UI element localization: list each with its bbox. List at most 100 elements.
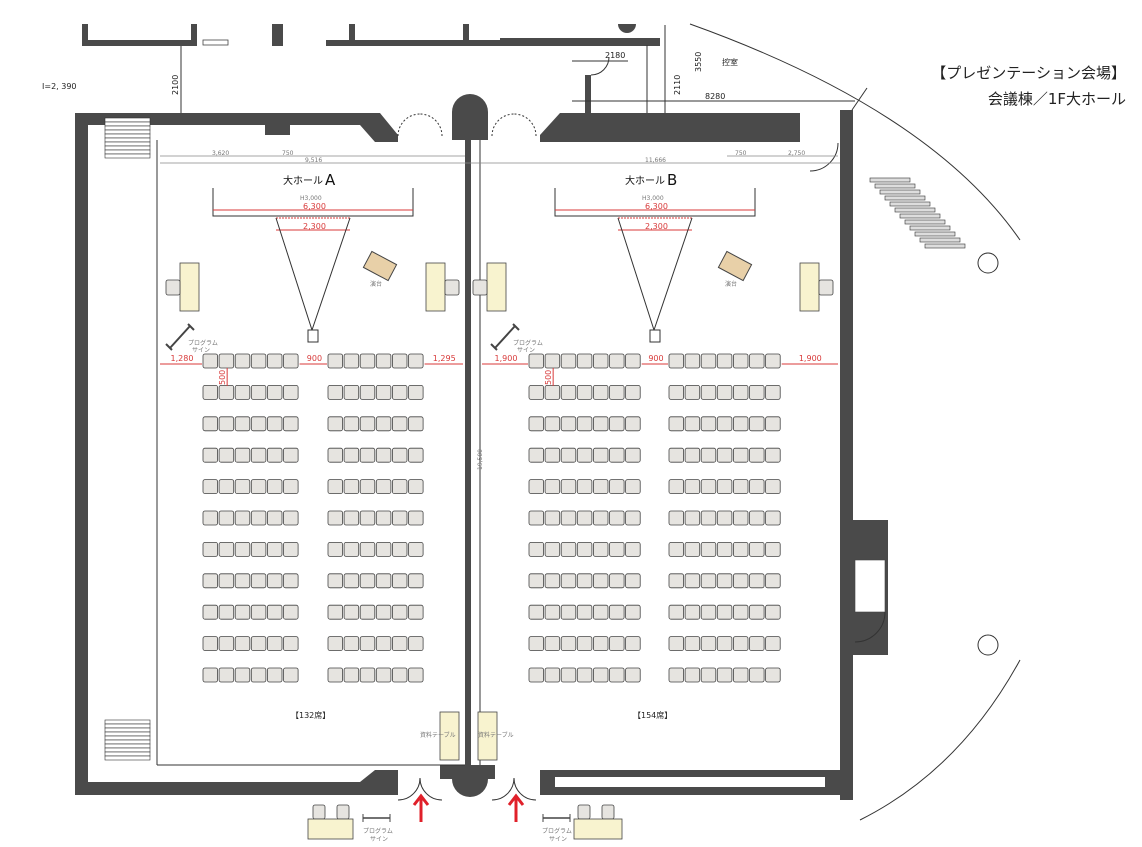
seat-r1-b1-c3: [560, 353, 577, 369]
seat-r5-b1-c4: [576, 479, 593, 495]
seat-r6-b1-c3: [560, 510, 577, 526]
seat-r8-b2-c3: [700, 573, 717, 589]
hall-name: 大ホール: [625, 174, 665, 187]
seat-r5-b2-c7: [765, 479, 781, 495]
screen-width: 6,300: [645, 202, 668, 211]
seat-r5-b2-c5: [733, 479, 749, 495]
seat-r1-b1-c2: [544, 353, 561, 369]
seat-r8-b1-c3: [234, 573, 251, 589]
dim-left: 1,280: [171, 354, 194, 363]
seat-r8-b1-c6: [609, 573, 625, 589]
seat-r6-b2-c4: [716, 510, 733, 526]
seat-r3-b1-c6: [609, 416, 625, 432]
seat-r10-b2-c3: [359, 636, 376, 651]
entrance-arrow-a: [412, 793, 430, 822]
depth-dim: 19,500: [477, 449, 484, 470]
seat-r7-b1-c3: [234, 542, 251, 557]
seat-r11-b1-c5: [593, 667, 609, 683]
main-walls: [75, 94, 888, 801]
seat-r9-b2-c1: [668, 604, 685, 620]
seat-r5-b1-c2: [218, 479, 235, 495]
seat-r6-b2-c1: [668, 510, 685, 526]
seat-r9-b1-c4: [576, 604, 593, 620]
seat-r10-b1-c5: [266, 636, 283, 651]
seat-r6-b2-c5: [391, 510, 408, 526]
dim-2100: 2100: [171, 75, 180, 95]
seat-r9-b1-c2: [544, 604, 561, 620]
seat-r3-b2-c2: [343, 416, 360, 432]
seat-r1-b2-c4: [375, 353, 392, 369]
seat-r7-b1-c5: [593, 542, 609, 557]
seat-r11-b1-c3: [560, 667, 577, 683]
seat-r7-b2-c5: [733, 542, 749, 557]
seat-r5-b1-c7: [625, 479, 641, 495]
screen-height: H3,000: [300, 195, 322, 202]
dim-2110: 2110: [673, 75, 682, 95]
seat-r8-b1-c5: [266, 573, 283, 589]
seat-r6-b1-c5: [593, 510, 609, 526]
seat-r1-b2-c3: [359, 353, 376, 369]
hall-letter: A: [325, 171, 336, 189]
seat-r4-b2-c5: [391, 447, 408, 463]
seat-r3-b2-c1: [668, 416, 685, 432]
seat-r2-b2-c3: [359, 384, 376, 400]
seat-r8-b1-c4: [250, 573, 267, 589]
seat-r9-b1-c6: [609, 604, 625, 620]
seat-r5-b1-c3: [560, 479, 577, 495]
seat-r4-b2-c5: [733, 447, 749, 463]
seat-r6-b2-c2: [343, 510, 360, 526]
seat-r8-b2-c4: [375, 573, 392, 589]
seat-r6-b2-c2: [684, 510, 701, 526]
seat-r4-b2-c7: [765, 447, 781, 463]
seat-r11-b1-c3: [234, 667, 251, 683]
projector: [649, 329, 661, 343]
seat-r10-b2-c4: [716, 636, 733, 651]
seat-r9-b2-c6: [408, 604, 424, 620]
podium: [362, 250, 398, 282]
screen: [554, 188, 756, 217]
seat-r7-b2-c1: [327, 542, 344, 557]
seat-r4-b2-c1: [327, 447, 344, 463]
seat-r7-b1-c4: [250, 542, 267, 557]
seat-r10-b2-c7: [765, 636, 781, 651]
seat-r11-b2-c1: [668, 667, 685, 683]
seat-r1-b1-c5: [266, 353, 283, 369]
podium-label: 演台: [370, 280, 382, 288]
seat-r2-b1-c5: [266, 384, 283, 400]
seat-r7-b2-c5: [391, 542, 408, 557]
seat-r1-b1-c5: [593, 353, 609, 369]
seat-r2-b1-c2: [544, 384, 561, 400]
dim-left: 1,900: [495, 354, 518, 363]
seat-r5-b1-c6: [609, 479, 625, 495]
seat-r5-b2-c1: [327, 479, 344, 495]
seat-r10-b1-c3: [234, 636, 251, 651]
seat-r9-b2-c5: [391, 604, 408, 620]
seat-r3-b1-c4: [250, 416, 267, 432]
ceiling-height-label: I=2, 390: [42, 82, 77, 91]
seat-r2-b2-c6: [408, 384, 424, 400]
seat-r1-b1-c6: [283, 353, 299, 369]
hall-name: 大ホール: [283, 174, 323, 187]
seat-r11-b2-c2: [343, 667, 360, 683]
seat-r4-b1-c3: [234, 447, 251, 463]
seat-r9-b2-c7: [765, 604, 781, 620]
seat-r7-b1-c6: [609, 542, 625, 557]
seat-r6-b1-c1: [202, 510, 219, 526]
seat-r4-b2-c6: [749, 447, 765, 463]
venue-subtitle: 会議棟／1F大ホール: [987, 90, 1126, 108]
seat-r10-b1-c7: [625, 636, 641, 651]
seat-r10-b1-c1: [202, 636, 219, 651]
hall-letter: B: [667, 171, 677, 189]
seat-r1-b2-c2: [343, 353, 360, 369]
dim-b-top1: 750: [735, 150, 747, 157]
screen: [212, 188, 414, 217]
seat-r3-b2-c1: [327, 416, 344, 432]
dim-aisle: 900: [648, 354, 663, 363]
seat-r3-b1-c7: [625, 416, 641, 432]
seat-r10-b1-c5: [593, 636, 609, 651]
materials-table-label: 資料テーブル: [478, 731, 514, 739]
seat-r4-b2-c2: [684, 447, 701, 463]
side-table-right: [799, 262, 820, 312]
seat-r11-b1-c4: [250, 667, 267, 683]
program-sign-label-1: プログラム: [188, 339, 218, 347]
